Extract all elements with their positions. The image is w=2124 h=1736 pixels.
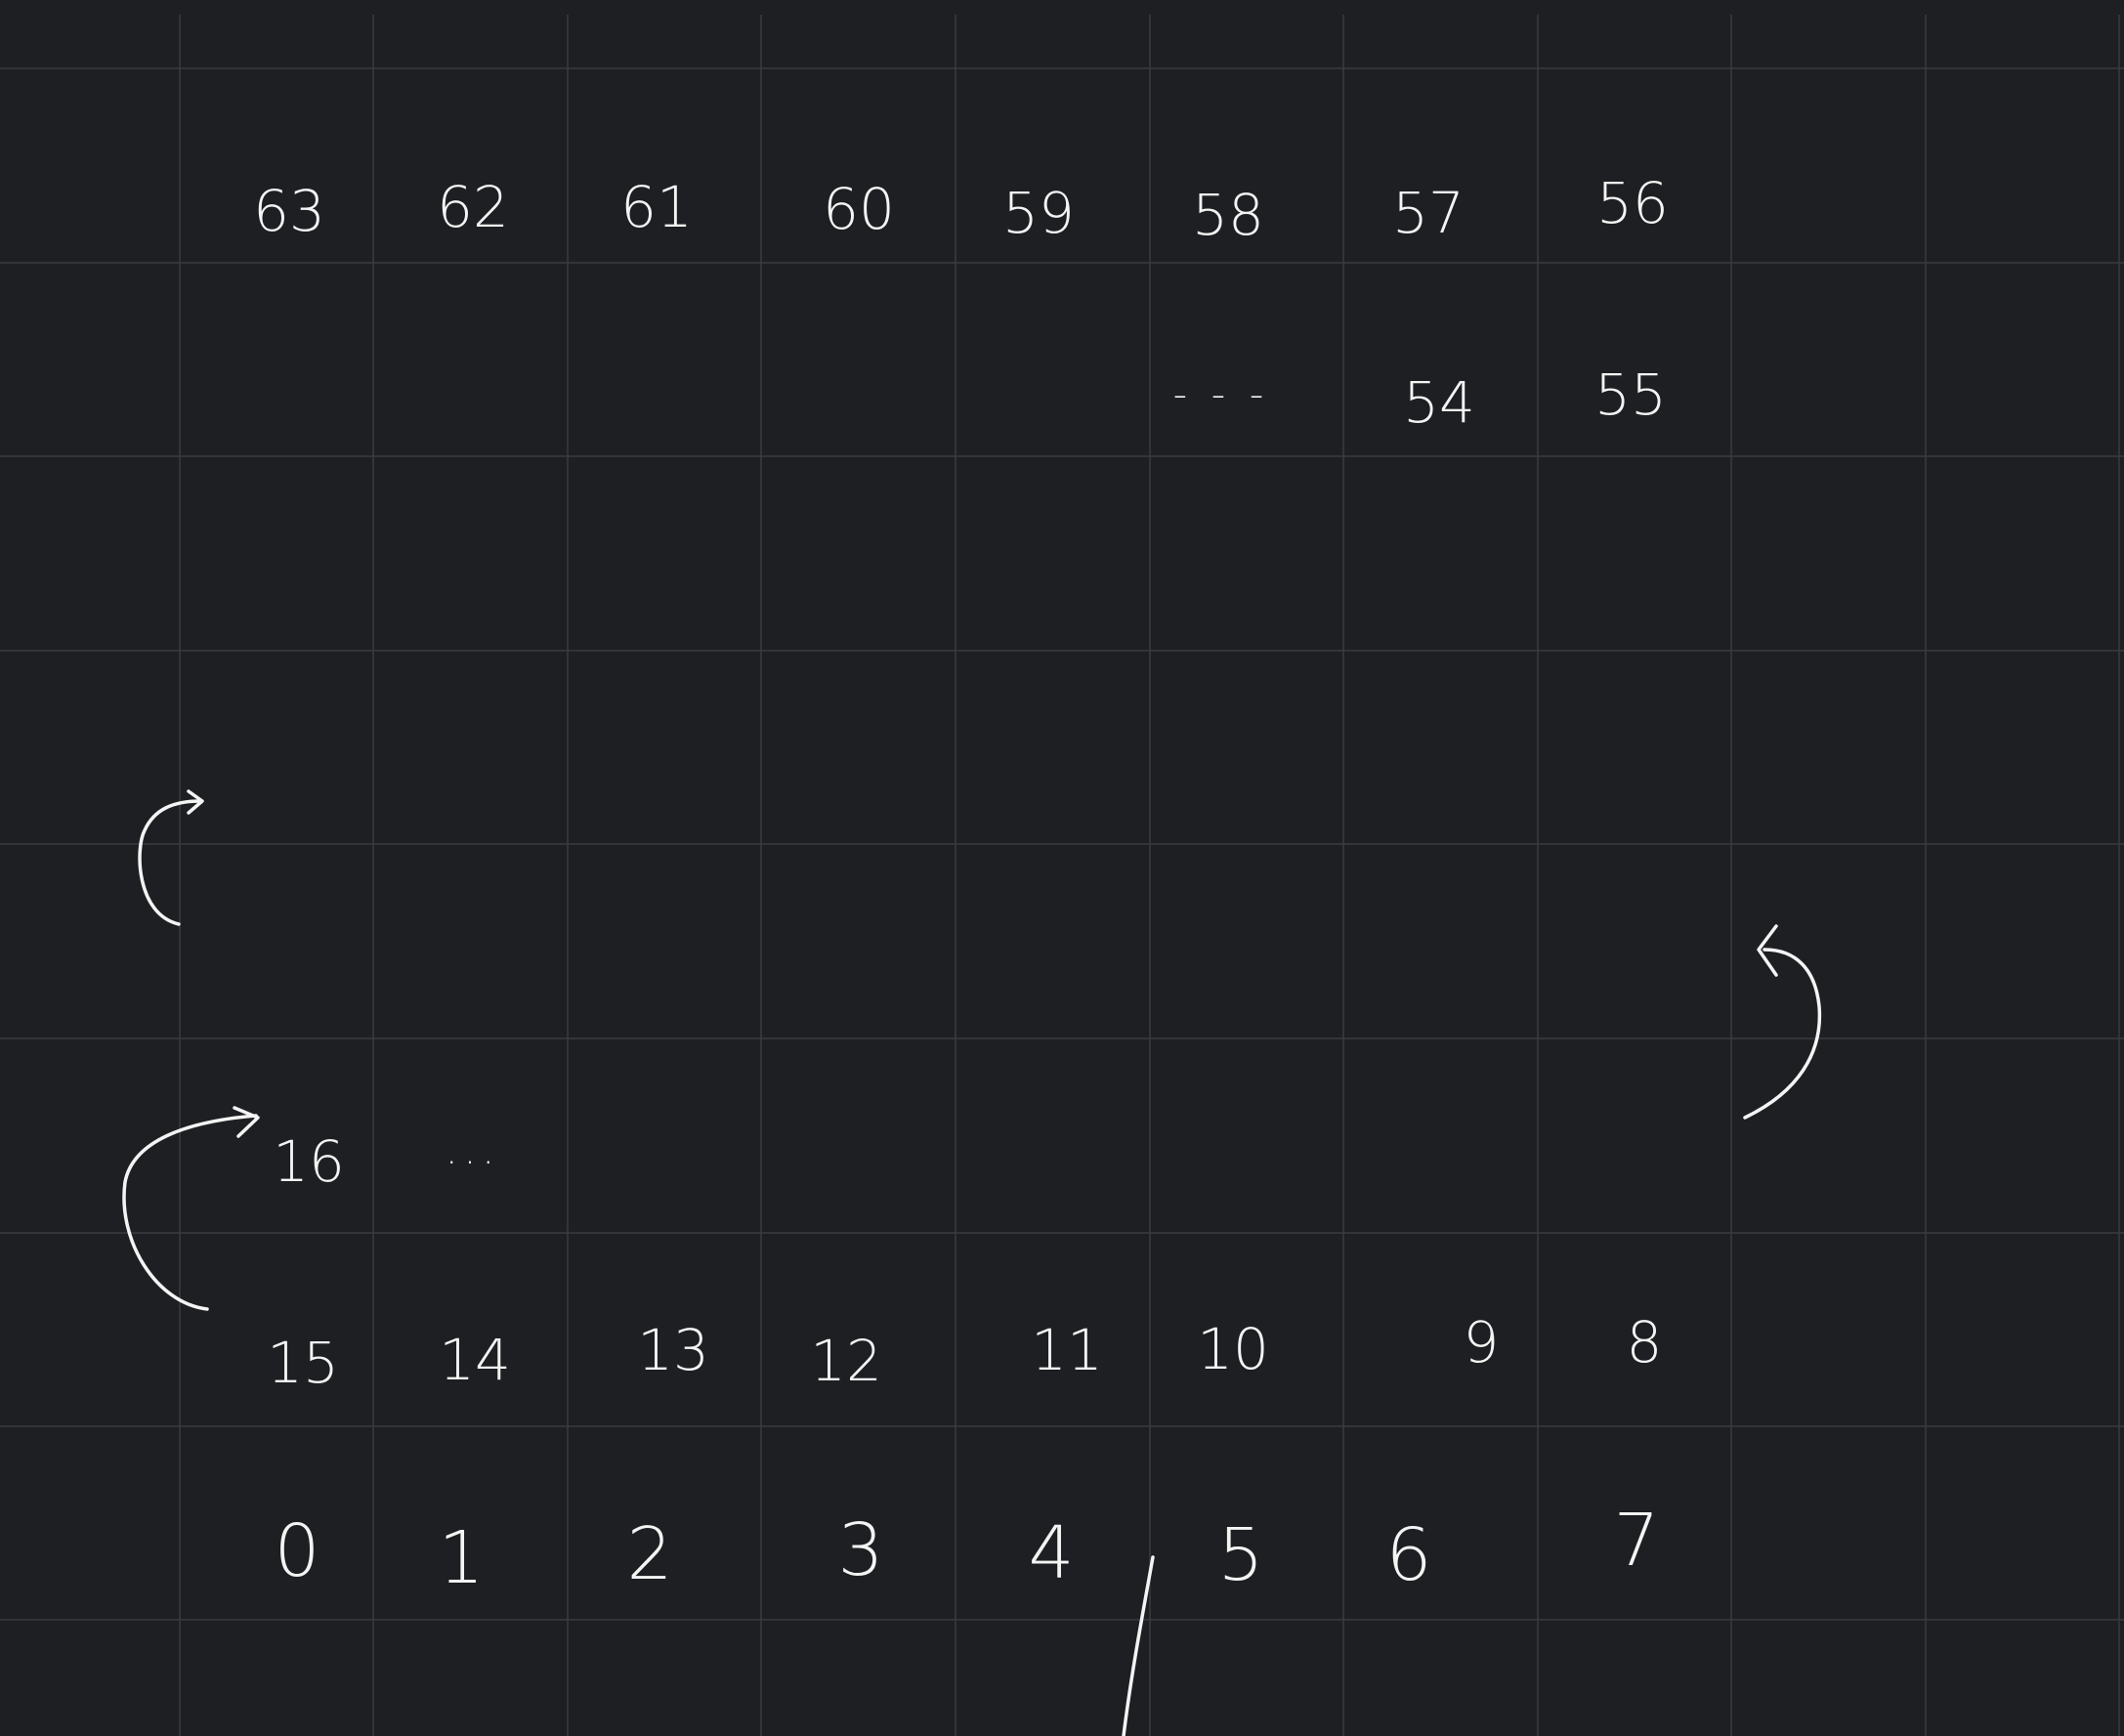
cell-2: 2 [626,1512,673,1596]
curved-arrow-right-icon [122,1106,260,1311]
cell-61: 61 [620,174,693,240]
cell-60: 60 [823,176,895,242]
cell-4: 4 [1028,1511,1075,1595]
cell-9: 9 [1463,1309,1500,1376]
cell-57: 57 [1392,180,1465,246]
cell-14: 14 [439,1327,511,1393]
cell-62: 62 [437,174,509,240]
cell-5: 5 [1217,1513,1264,1597]
cell-55: 55 [1594,361,1667,428]
cell-10: 10 [1197,1316,1269,1382]
cell-15: 15 [267,1330,339,1396]
cell-11: 11 [1031,1317,1103,1383]
cell-13: 13 [637,1317,709,1383]
stray-ink-stroke [1122,1555,1155,1736]
curved-arrow-up-left-icon [138,789,204,926]
cell-0: 0 [274,1509,320,1593]
cell-59: 59 [1002,180,1075,246]
cell-56: 56 [1596,170,1669,236]
cell-6: 6 [1385,1513,1432,1597]
cell-58: 58 [1192,182,1264,248]
cell-63: 63 [253,178,325,244]
cell-54: 54 [1403,369,1475,436]
ellipsis-row-2: - - - [1172,372,1270,417]
cell-12: 12 [810,1328,882,1394]
cell-8: 8 [1626,1309,1663,1376]
cell-16: 16 [273,1128,345,1195]
cell-7: 7 [1613,1499,1660,1583]
cell-3: 3 [837,1508,884,1592]
ellipsis-row-3: ... [445,1128,501,1173]
curved-arrow-up-right-icon [1743,924,1822,1120]
cell-1: 1 [438,1516,485,1600]
